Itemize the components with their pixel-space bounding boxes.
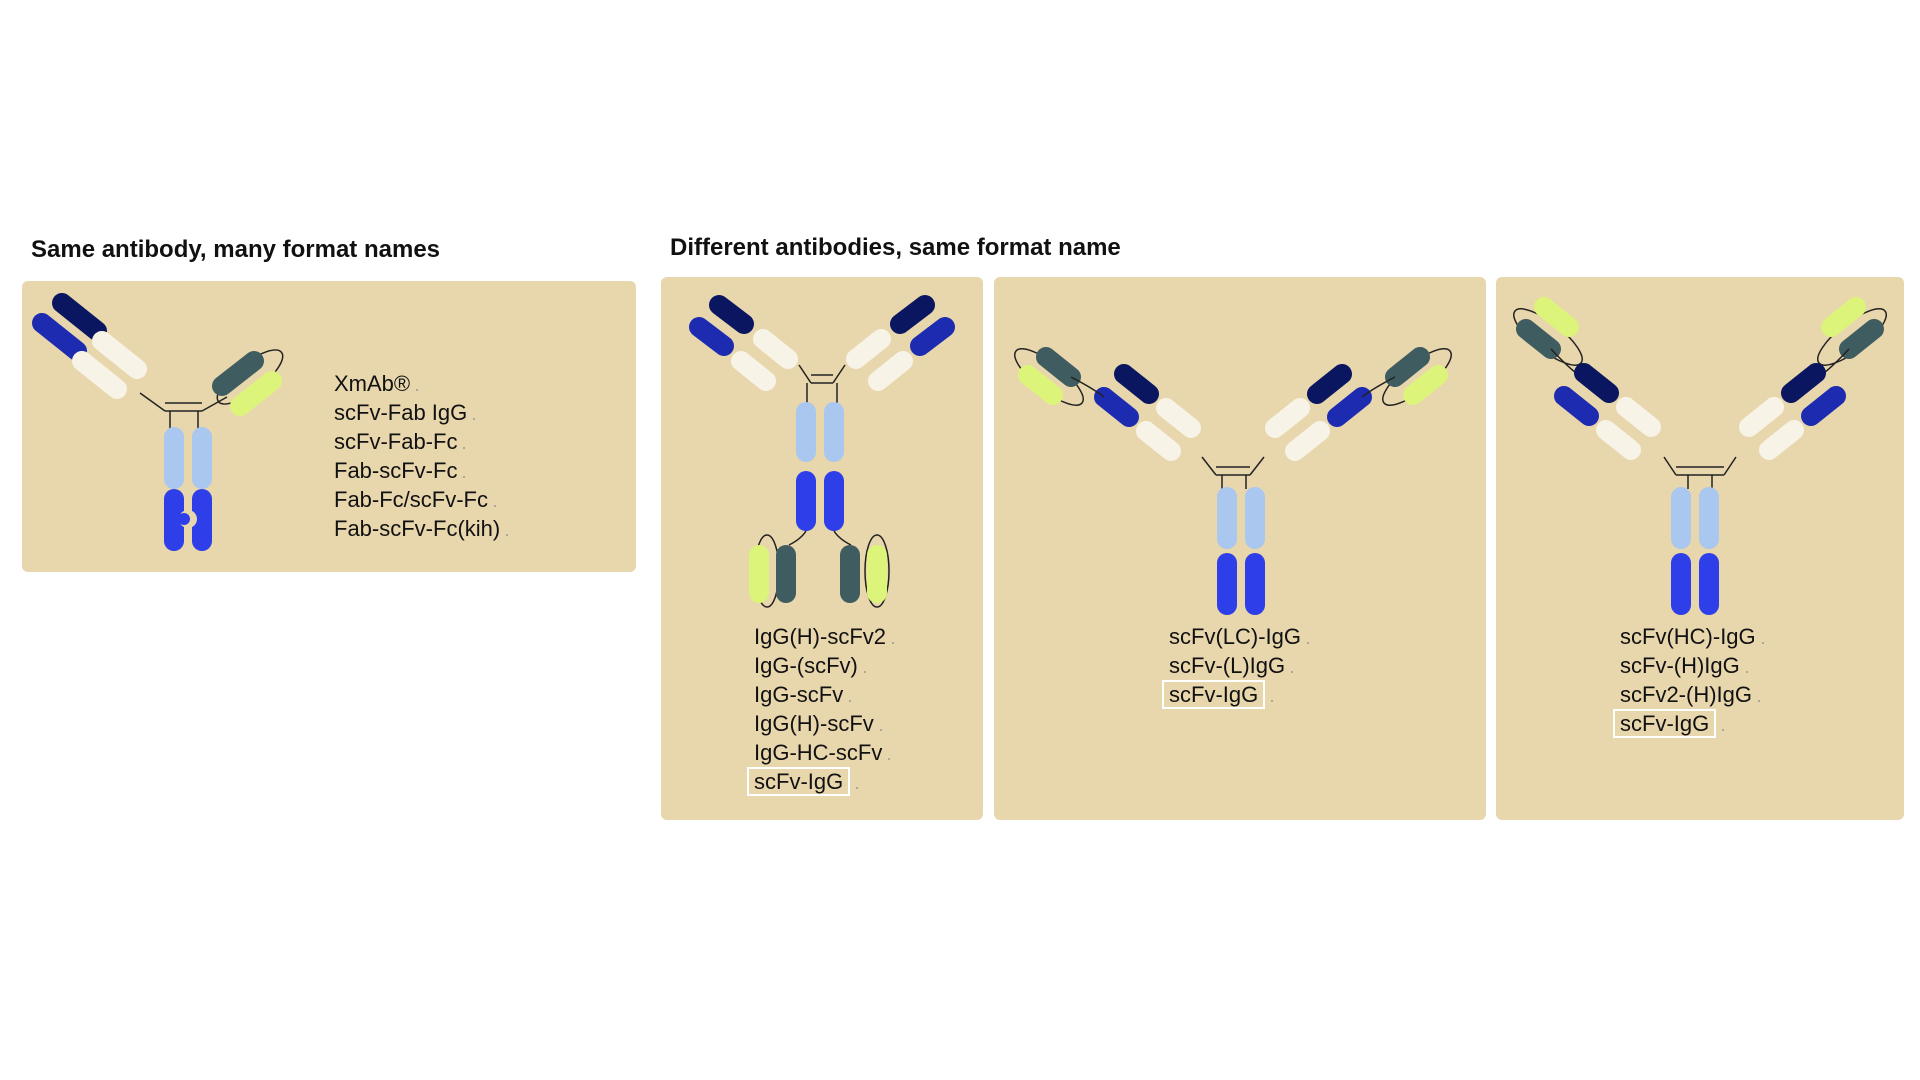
panel-lc-scfv: scFv(LC)-IgG scFv-(L)IgG scFv-IgG: [994, 277, 1486, 820]
format-name: scFv-(L)IgG: [1169, 651, 1309, 680]
antibody-diagram-hc-scfv: [1513, 297, 1887, 615]
antibody-diagram-igg-c-terminal-scfv: [689, 295, 955, 608]
format-name-highlighted: scFv-IgG: [1162, 680, 1309, 709]
antibody-diagram-lc-scfv: [1014, 347, 1452, 615]
panel-igg-hc-scfv: IgG(H)-scFv2 IgG-(scFv) IgG-scFv IgG(H)-…: [661, 277, 983, 820]
heading-same-antibody: Same antibody, many format names: [31, 236, 441, 263]
format-name: IgG-(scFv): [754, 651, 894, 680]
antibody-diagram-xmab: [32, 293, 284, 551]
format-name: Fab-scFv-Fc(kih): [334, 514, 509, 543]
format-names-list-3: scFv(LC)-IgG scFv-(L)IgG scFv-IgG: [1162, 622, 1309, 709]
format-names-list-4: scFv(HC)-IgG scFv-(H)IgG scFv2-(H)IgG sc…: [1613, 622, 1764, 738]
panel-same-antibody: XmAb® scFv-Fab IgG scFv-Fab-Fc Fab-scFv-…: [22, 281, 636, 572]
format-name: scFv(HC)-IgG: [1620, 622, 1764, 651]
format-name: Fab-scFv-Fc: [334, 456, 508, 485]
format-name: Fab-Fc/scFv-Fc: [334, 485, 508, 514]
format-name: IgG(H)-scFv2: [754, 622, 894, 651]
format-name-highlighted: scFv-IgG: [1613, 709, 1764, 738]
panel-hc-scfv: scFv(HC)-IgG scFv-(H)IgG scFv2-(H)IgG sc…: [1496, 277, 1904, 820]
format-name: scFv(LC)-IgG: [1169, 622, 1309, 651]
format-name: IgG(H)-scFv: [754, 709, 894, 738]
format-name: scFv-Fab-Fc: [334, 427, 508, 456]
format-names-list-2: IgG(H)-scFv2 IgG-(scFv) IgG-scFv IgG(H)-…: [747, 622, 894, 796]
format-name: scFv2-(H)IgG: [1620, 680, 1764, 709]
format-name: IgG-HC-scFv: [754, 738, 894, 767]
heading-different-antibodies: Different antibodies, same format name: [670, 234, 1121, 261]
format-name: IgG-scFv: [754, 680, 894, 709]
format-name-highlighted: scFv-IgG: [747, 767, 894, 796]
format-name: scFv-Fab IgG: [334, 398, 508, 427]
format-name: scFv-(H)IgG: [1620, 651, 1764, 680]
format-names-list-1: XmAb® scFv-Fab IgG scFv-Fab-Fc Fab-scFv-…: [334, 369, 509, 543]
format-name: XmAb®: [334, 369, 508, 398]
